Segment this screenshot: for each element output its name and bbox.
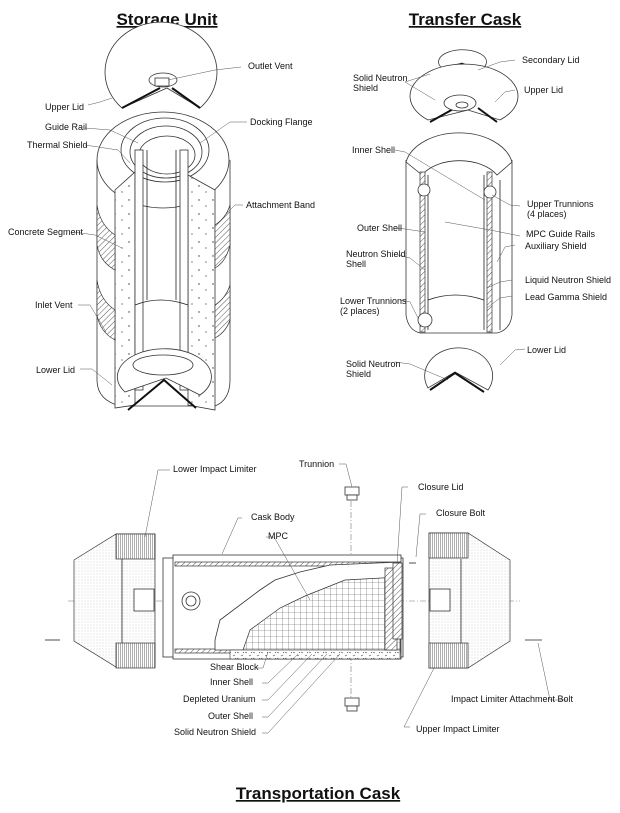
trunnions [344,486,360,712]
label-attachment-band: Attachment Band [246,200,315,210]
label-shear-block: Shear Block [210,662,259,672]
label-upper-lid: Upper Lid [45,102,84,112]
closure-lid [392,562,403,640]
storage-cylinder [96,111,231,411]
label-neutron-shield-shell-2: Shell [346,259,366,269]
transportation-cask-title: Transportation Cask [236,784,401,803]
label-inner-shell-transport: Inner Shell [210,677,253,687]
upper-impact-limiter [428,532,511,669]
label-upper-trunnions-1: Upper Trunnions [527,199,594,209]
label-neutron-shield-shell-1: Neutron Shield [346,249,406,259]
storage-unit-drawing [73,21,247,411]
label-mpc-guide-rails: MPC Guide Rails [526,229,596,239]
label-transfer-upper-lid: Upper Lid [524,85,563,95]
label-upper-impact-limiter: Upper Impact Limiter [416,724,500,734]
label-lower-trunnions-2: (2 places) [340,306,380,316]
cask-body [162,554,404,660]
lower-impact-limiter [73,533,156,669]
label-solid-neutron-shield-lower-1: Solid Neutron [346,359,401,369]
storage-unit-title: Storage Unit [116,10,217,29]
label-closure-lid: Closure Lid [418,482,464,492]
label-cask-body: Cask Body [251,512,295,522]
transfer-cylinder [405,132,513,334]
label-secondary-lid: Secondary Lid [522,55,580,65]
label-trunnion: Trunnion [299,459,334,469]
label-solid-neutron-shield-upper-1: Solid Neutron [353,73,408,83]
label-outlet-vent: Outlet Vent [248,61,293,71]
label-inner-shell-transfer: Inner Shell [352,145,395,155]
transfer-upper-lid [409,63,519,123]
storage-upper-lid [104,21,218,109]
label-outer-shell-transport: Outer Shell [208,711,253,721]
label-mpc: MPC [268,531,289,541]
label-lower-trunnions-1: Lower Trunnions [340,296,407,306]
label-auxiliary-shield: Auxiliary Shield [525,241,587,251]
label-upper-trunnions-2: (4 places) [527,209,567,219]
label-inlet-vent: Inlet Vent [35,300,73,310]
label-lower-lid: Lower Lid [36,365,75,375]
label-thermal-shield: Thermal Shield [27,140,88,150]
label-solid-neutron-shield-upper-2: Shield [353,83,378,93]
label-solid-neutron-shield-lower-2: Shield [346,369,371,379]
label-closure-bolt: Closure Bolt [436,508,486,518]
transfer-lower-lid [424,347,494,393]
label-depleted-uranium: Depleted Uranium [183,694,256,704]
transfer-cask-drawing [394,49,526,393]
label-outer-shell-transfer: Outer Shell [357,223,402,233]
label-lower-impact-limiter: Lower Impact Limiter [173,464,257,474]
transfer-cask-title: Transfer Cask [409,10,522,29]
storage-lower-lid [117,348,212,411]
label-liquid-neutron-shield: Liquid Neutron Shield [525,275,611,285]
label-lead-gamma-shield: Lead Gamma Shield [525,292,607,302]
label-concrete-segment: Concrete Segment [8,227,84,237]
transportation-cask-drawing [45,463,567,734]
label-solid-neutron-shield-transport: Solid Neutron Shield [174,727,256,737]
label-transfer-lower-lid: Lower Lid [527,345,566,355]
label-impact-limiter-attachment-bolt: Impact Limiter Attachment Bolt [451,694,574,704]
label-docking-flange: Docking Flange [250,117,313,127]
label-guide-rail: Guide Rail [45,122,87,132]
